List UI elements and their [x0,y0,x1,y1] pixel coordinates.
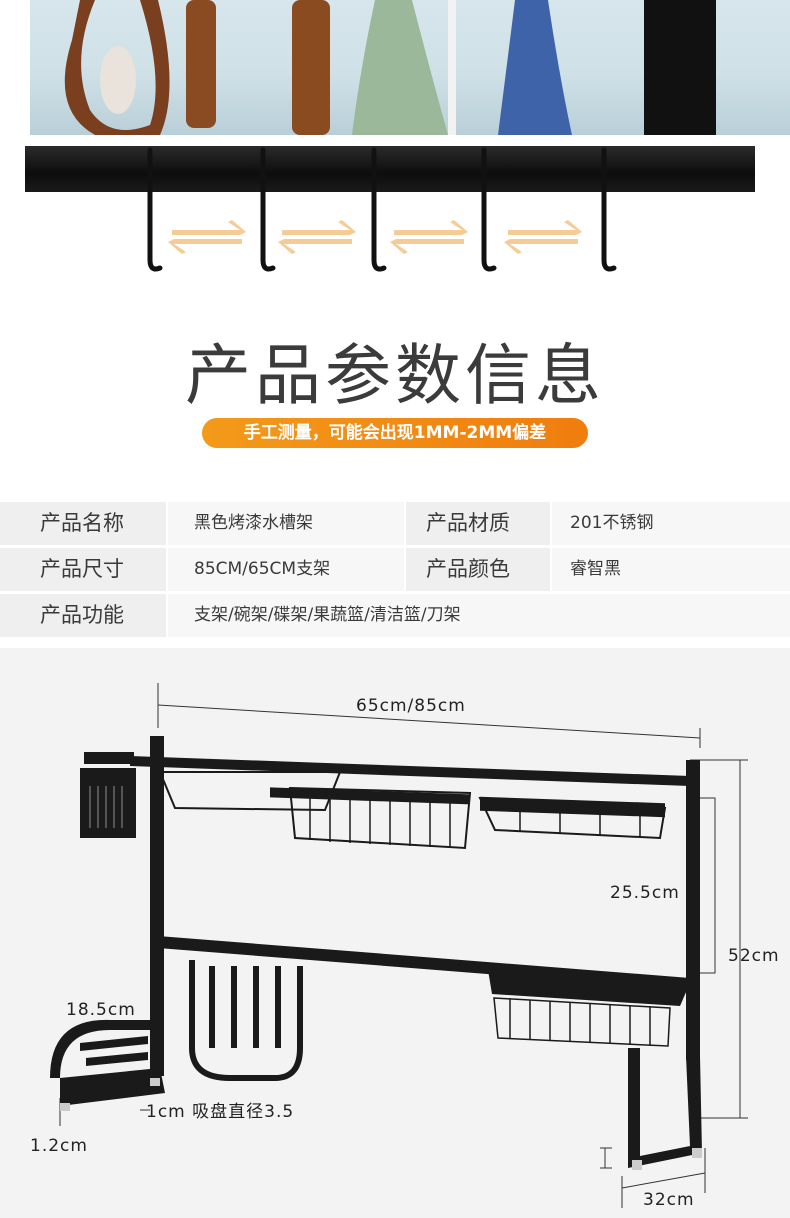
spec-label: 产品颜色 [406,548,550,591]
suction-cup [692,1148,702,1158]
green-towel [352,0,448,135]
width-label: 65cm/85cm [356,696,466,716]
hook [481,147,497,272]
cutting-board-rack [50,1019,165,1111]
depth-label: 32cm [643,1190,695,1210]
spec-value: 睿智黑 [552,548,790,591]
slide-arrow-icon [390,220,468,254]
suction-cup [632,1160,642,1170]
spec-label: 产品材质 [406,502,550,545]
basket-left [158,771,342,812]
hanging-rail [25,146,755,192]
hook [601,147,617,272]
hook [371,147,387,272]
basket-rim [480,796,665,818]
hook-rail-photo [0,0,790,290]
spec-label: 产品功能 [0,594,166,637]
spec-row: 产品名称 黑色烤漆水槽架 产品材质 201不锈钢 [0,502,790,545]
plate-rack [189,960,303,1081]
top-beam [130,756,690,786]
dimension-line [700,797,716,974]
photo-frame [0,0,30,290]
knife-handle [292,0,330,135]
spec-row: 产品功能 支架/碗架/碟架/果蔬篮/清洁篮/刀架 [0,594,790,637]
rack-dimension-diagram: 65cm/85cm 25.5cm 52cm 18.5cm 1cm 吸盘直径3.5… [0,648,790,1218]
rail-highlight [25,192,790,194]
section-title: 产品参数信息 [185,337,605,414]
photo-illustration [64,0,572,135]
rack-illustration [50,683,748,1208]
hook [260,147,276,272]
hook [147,147,163,272]
slide-arrow-icon [168,220,246,254]
scissors [64,0,170,135]
left-post [150,736,164,1076]
suction-cup [150,1078,160,1086]
dark-panel [644,0,716,135]
board-rack-label: 18.5cm [66,1000,136,1020]
lower-basket [488,970,690,1047]
slide-arrow-icon [278,220,356,254]
spec-label: 产品尺寸 [0,548,166,591]
knife-holder [80,752,136,838]
basket-rim [270,787,470,805]
dimension-line [157,704,701,739]
suction-cup [60,1103,70,1111]
foot-height-label: 1.2cm [30,1136,88,1156]
right-foot [628,1048,702,1168]
middle-height-label: 25.5cm [610,883,680,903]
suction-cup-label: 1cm 吸盘直径3.5 [146,1102,295,1122]
hooks-illustration [147,147,617,272]
measurement-note-badge: 手工测量，可能会出现1MM-2MM偏差 [202,418,588,448]
total-height-label: 52cm [728,946,780,966]
spec-label: 产品名称 [0,502,166,545]
blue-towel [498,0,572,135]
basket-middle [288,786,472,850]
spec-value: 支架/碗架/碟架/果蔬篮/清洁篮/刀架 [168,594,790,637]
window-divider [448,0,456,135]
spec-value: 85CM/65CM支架 [168,548,404,591]
slide-arrow-icon [504,220,582,254]
dimension-line [621,1172,706,1189]
spec-row: 产品尺寸 85CM/65CM支架 产品颜色 睿智黑 [0,548,790,591]
knife-handle [186,0,216,128]
spec-value: 201不锈钢 [552,502,790,545]
right-post [686,760,700,1060]
spec-value: 黑色烤漆水槽架 [168,502,404,545]
